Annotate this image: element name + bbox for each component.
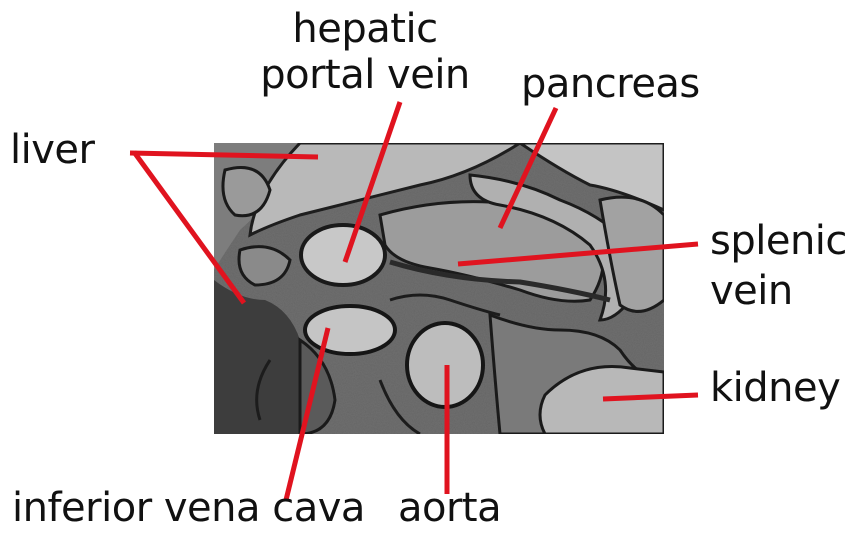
label-splenic-vein-line2: vein (710, 266, 847, 316)
label-hepatic-portal-vein-line1: hepatic (255, 6, 475, 52)
label-aorta: aorta (398, 486, 501, 530)
label-liver: liver (10, 128, 94, 172)
label-splenic-vein-line1: splenic (710, 216, 847, 266)
label-pancreas: pancreas (521, 62, 700, 106)
label-kidney: kidney (710, 366, 840, 410)
label-inferior-vena-cava: inferior vena cava (12, 486, 365, 530)
label-splenic-vein: splenic vein (710, 216, 847, 316)
scan-content (214, 143, 664, 434)
label-hepatic-portal-vein: hepatic portal vein (255, 6, 475, 98)
label-hepatic-portal-vein-line2: portal vein (255, 52, 475, 98)
